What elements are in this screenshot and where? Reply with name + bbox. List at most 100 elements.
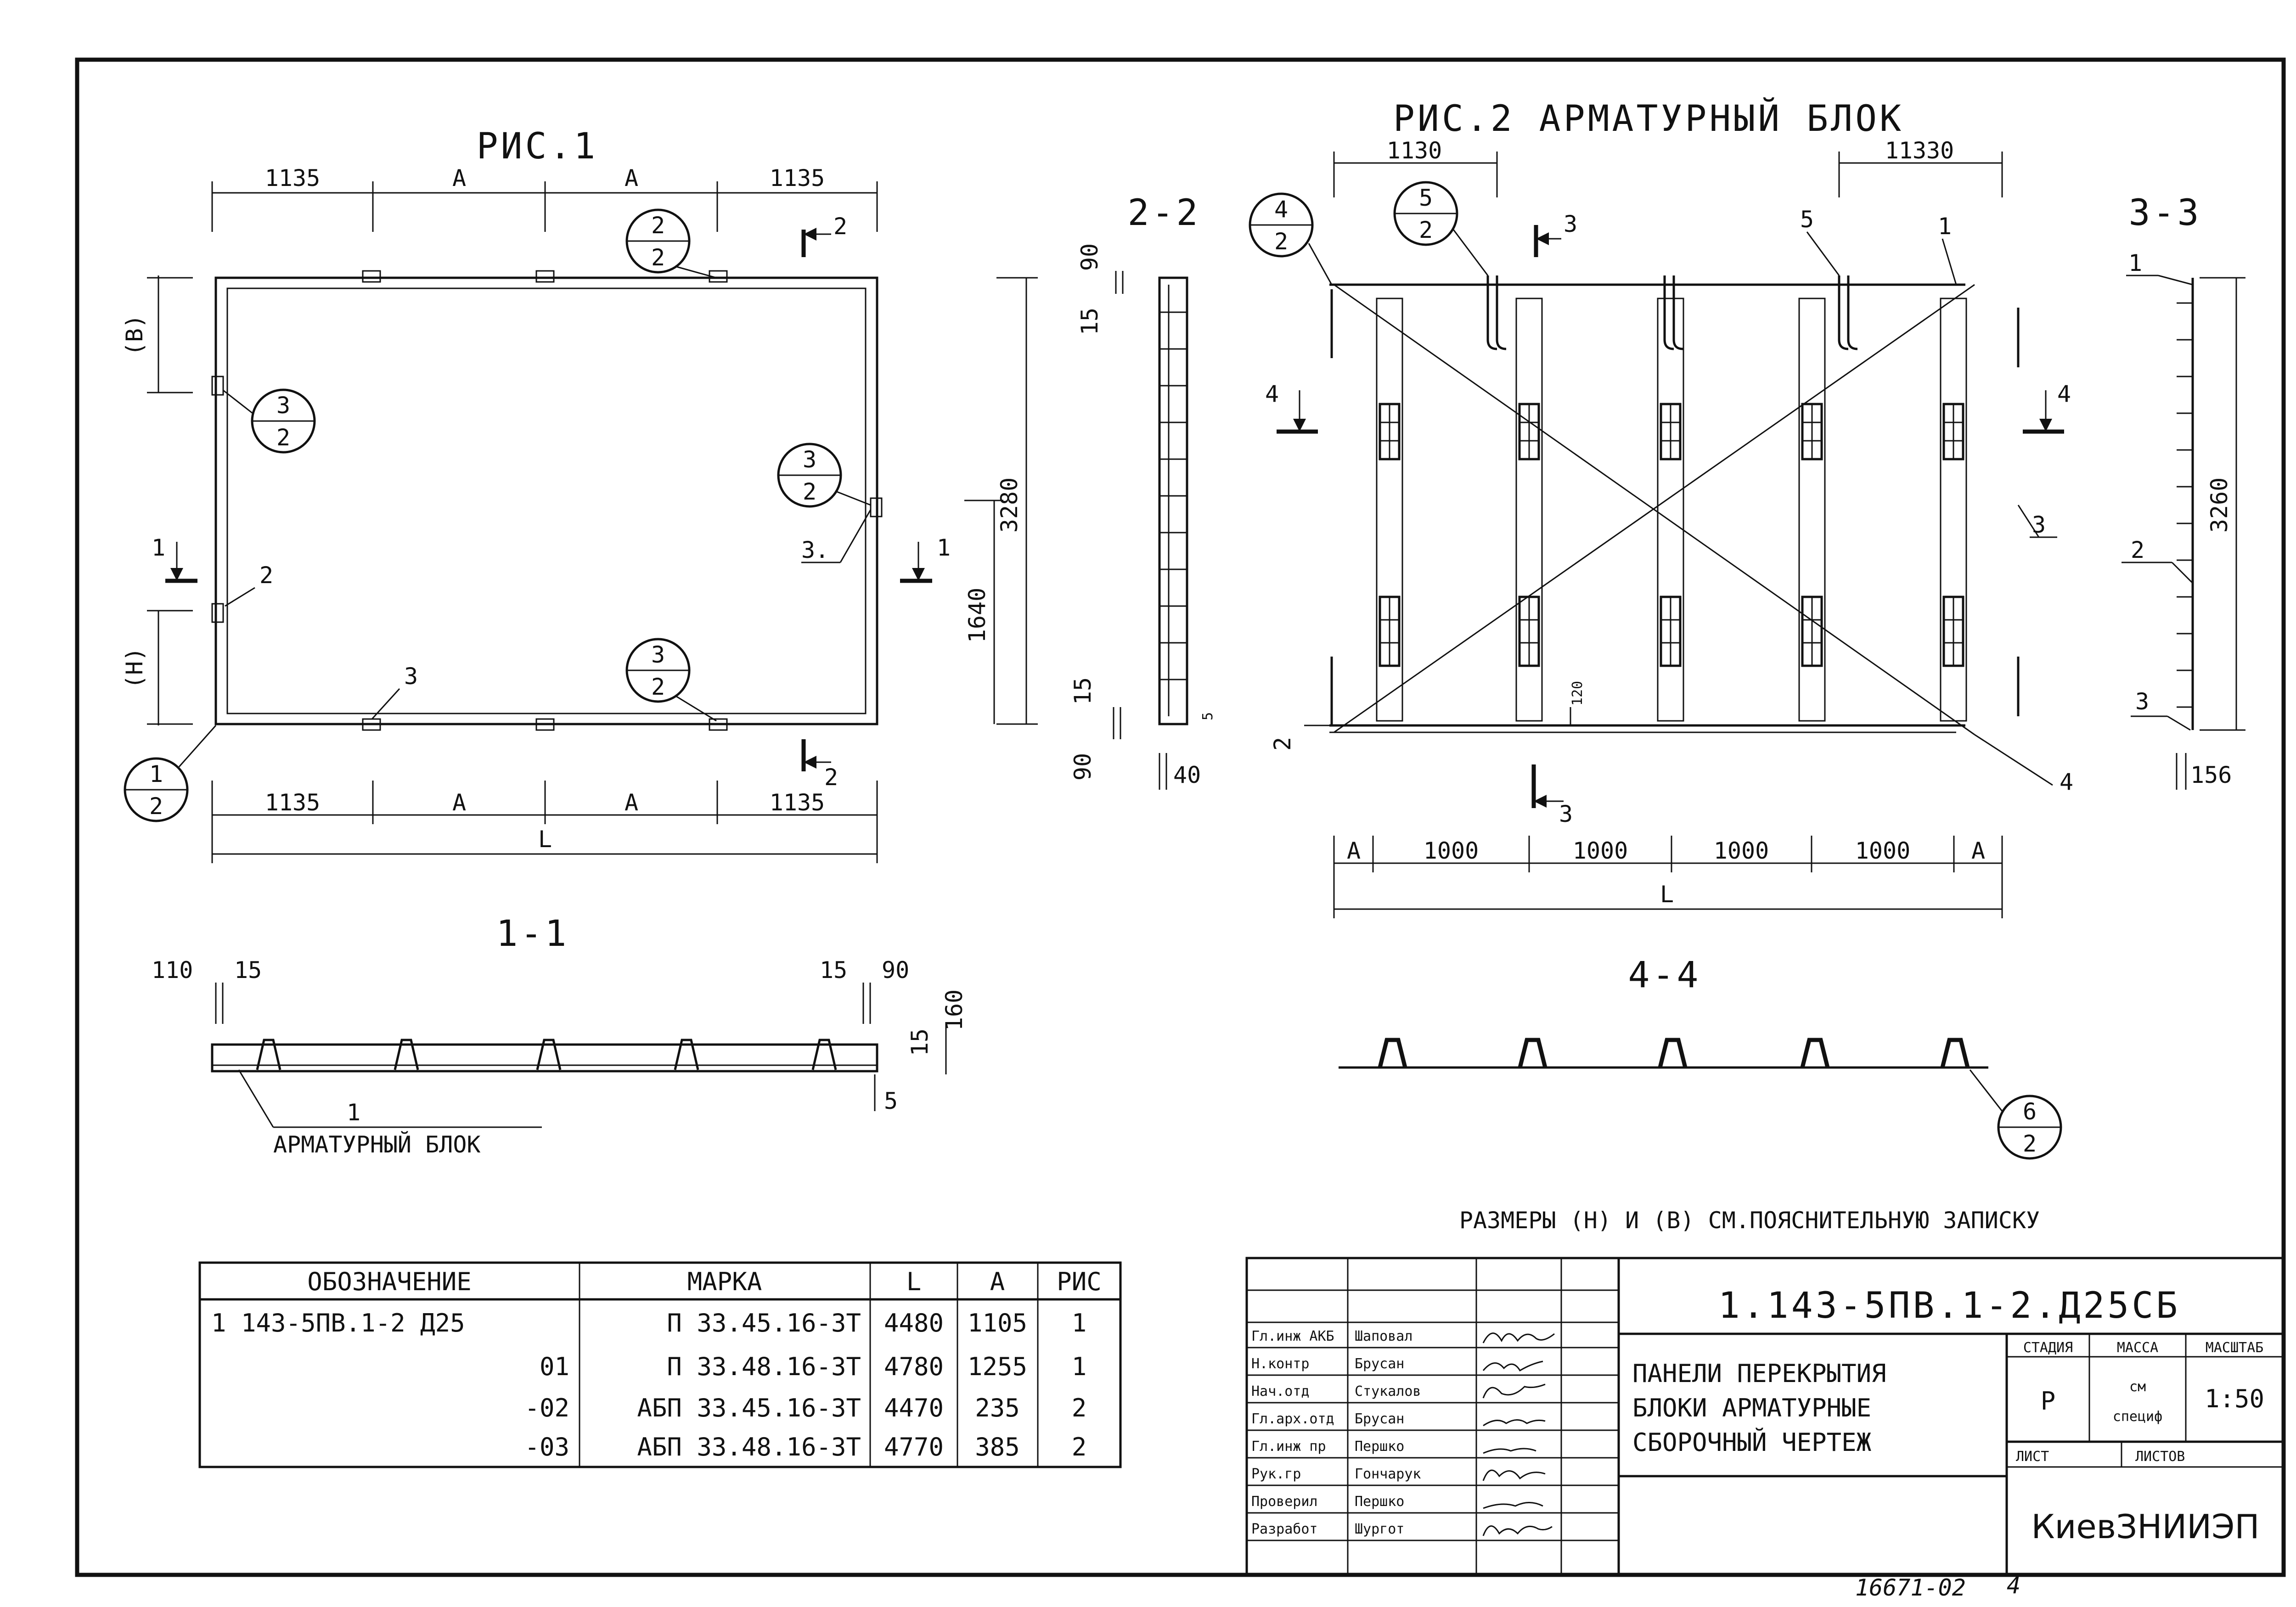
- sec11-dim-5: 5: [884, 1088, 898, 1114]
- sec22-dim-15-bot: 15: [1069, 677, 1096, 705]
- fig2-title: РИС.2 АРМАТУРНЫЙ БЛОК: [1393, 97, 1904, 140]
- stamp-mass-header: МАССА: [2117, 1340, 2158, 1356]
- fig1-dim-bottom-1: 1135: [265, 789, 320, 816]
- svg-text:2: 2: [1419, 217, 1433, 243]
- fig2: РИС.2 АРМАТУРНЫЙ БЛОК 1130 11330: [1249, 97, 2073, 918]
- stamp-stage: Р: [2041, 1387, 2056, 1416]
- stamp-role-1: Гл.инж АКБ: [1251, 1328, 1334, 1344]
- fig1-dim-top-3: А: [625, 165, 638, 191]
- svg-text:2: 2: [2023, 1130, 2037, 1157]
- stamp-scale: 1:50: [2205, 1384, 2264, 1413]
- stamp-code: 1.143-5ПВ.1-2.Д25СБ: [1718, 1285, 2180, 1326]
- svg-text:4780: 4780: [884, 1352, 944, 1381]
- fig1-callout-2: 3 2: [223, 388, 316, 454]
- svg-text:П 33.45.16-3Т: П 33.45.16-3Т: [667, 1309, 861, 1337]
- svg-text:5: 5: [1419, 185, 1433, 211]
- fig2-dim-b6: А: [1971, 837, 1985, 864]
- fig2-part-5: 5: [1800, 206, 1814, 233]
- stamp-title-3: СБОРОЧНЫЙ ЧЕРТЕЖ: [1632, 1428, 1872, 1457]
- svg-text:6: 6: [2023, 1098, 2037, 1125]
- sec22-title: 2-2: [1128, 192, 1201, 234]
- sec22-dim-5: 5: [1200, 712, 1216, 720]
- sec11-dim-160: 160: [941, 989, 968, 1031]
- sec22-dim-15-top: 15: [1076, 308, 1103, 335]
- sec11-dim-90: 90: [882, 957, 909, 983]
- svg-text:1 143-5ПВ.1-2 Д25: 1 143-5ПВ.1-2 Д25: [211, 1309, 465, 1337]
- sec11-dim-15b: 15: [820, 957, 847, 983]
- footer-number: 16671-02: [1855, 1574, 1966, 1601]
- table-row: 1 143-5ПВ.1-2 Д25 П 33.45.16-3Т 4480 110…: [211, 1309, 1086, 1337]
- fig1-part-2: 2: [259, 562, 273, 589]
- stamp-name-5: Першко: [1355, 1438, 1404, 1455]
- stamp-name-6: Гончарук: [1355, 1466, 1421, 1482]
- fig1-dim-bottom-4: 1135: [770, 789, 825, 816]
- sec11-title: 1-1: [496, 913, 569, 955]
- stamp-role-8: Разработ: [1251, 1521, 1318, 1537]
- svg-text:1: 1: [152, 534, 165, 561]
- sec22-dim-90-top: 90: [1076, 243, 1103, 271]
- svg-text:2: 2: [1274, 228, 1288, 255]
- stamp-sheets-label: ЛИСТОВ: [2135, 1449, 2185, 1465]
- sec11-loops: [256, 1039, 837, 1070]
- fig2-dim-right: 11330: [1885, 137, 1954, 164]
- dimensions-note: РАЗМЕРЫ (Н) И (В) СМ.ПОЯСНИТЕЛЬНУЮ ЗАПИС…: [1459, 1207, 2040, 1234]
- fig1-dim-top-2: А: [452, 165, 466, 191]
- table-row: -02 АБП 33.45.16-3Т 4470 235 2: [524, 1393, 1086, 1422]
- svg-text:2: 2: [276, 424, 290, 451]
- signatures: [1482, 1332, 1555, 1536]
- sec44-title: 4-4: [1628, 955, 1701, 996]
- svg-text:-02: -02: [524, 1393, 569, 1422]
- svg-text:4770: 4770: [884, 1433, 944, 1461]
- fig1-callout-4: 3 2: [625, 638, 717, 722]
- stamp-name-4: Брусан: [1355, 1411, 1404, 1427]
- sec11-dim-15c: 15: [906, 1028, 933, 1056]
- sec33-dim-156: 156: [2190, 762, 2232, 788]
- stamp-sheet-label: ЛИСТ: [2016, 1449, 2049, 1465]
- svg-text:1105: 1105: [968, 1309, 1027, 1337]
- stamp-name-8: Шургот: [1355, 1521, 1404, 1537]
- fig2-dim-b2: 1000: [1424, 837, 1479, 864]
- spec-header-designation: ОБОЗНАЧЕНИЕ: [307, 1267, 472, 1296]
- fig2-dim-L: L: [1660, 881, 1674, 908]
- fig1-part-3b: 3.: [801, 537, 829, 563]
- svg-text:АБП 33.45.16-3Т: АБП 33.45.16-3Т: [637, 1393, 861, 1422]
- fig1-section-mark-left: 1: [152, 534, 197, 583]
- svg-text:1: 1: [149, 761, 163, 787]
- svg-text:1: 1: [1072, 1309, 1087, 1337]
- section-1-1: 1-1 110 15 15 90 15 160 5 1 АРМАТУРНЫЙ Б…: [152, 913, 968, 1158]
- stamp-name-7: Першко: [1355, 1494, 1404, 1510]
- stamp-role-5: Гл.инж пр: [1251, 1438, 1326, 1455]
- svg-text:-03: -03: [524, 1433, 569, 1461]
- table-row: 01 П 33.48.16-3Т 4780 1255 1: [540, 1352, 1086, 1381]
- fig2-part-2: 2: [1269, 737, 1296, 751]
- svg-text:4470: 4470: [884, 1393, 944, 1422]
- section-2-2: 2-2 90 15 15 90 5 40: [1069, 192, 1216, 790]
- svg-text:2: 2: [651, 244, 665, 271]
- svg-text:2: 2: [824, 764, 838, 791]
- stamp-scale-header: МАСШТАБ: [2206, 1340, 2263, 1356]
- stamp-role-4: Гл.арх.отд: [1251, 1411, 1334, 1427]
- fig2-callout-1: 4 2: [1249, 192, 1333, 285]
- fig1: РИС.1 1135 А А 1135 (В) (Н): [121, 126, 1038, 863]
- stamp-mass-line1: см: [2129, 1379, 2146, 1395]
- svg-text:1: 1: [1072, 1352, 1087, 1381]
- svg-text:4: 4: [2057, 381, 2071, 407]
- svg-text:2: 2: [149, 793, 163, 820]
- svg-text:4: 4: [1274, 196, 1288, 223]
- fig1-dim-bottom-2: А: [452, 789, 466, 816]
- fig1-panel-outer: [214, 276, 878, 725]
- fig1-section-mark-bottom: 2: [801, 739, 838, 791]
- sec11-dim-110: 110: [152, 957, 193, 983]
- stamp-name-2: Брусан: [1355, 1356, 1404, 1372]
- stamp-title-2: БЛОКИ АРМАТУРНЫЕ: [1632, 1393, 1871, 1422]
- sec11-label-num: 1: [347, 1099, 360, 1126]
- sec22-dim-90-bot: 90: [1069, 753, 1096, 781]
- section-4-4: 4-4 6 2: [1339, 955, 2062, 1160]
- sec33-ticks: [2177, 302, 2193, 708]
- fig1-panel-inner: [226, 287, 867, 714]
- title-block: Гл.инж АКБ Н.контр Нач.отд Гл.арх.отд Гл…: [1245, 1257, 2285, 1576]
- svg-text:235: 235: [975, 1393, 1020, 1422]
- fig2-dim-b1: А: [1347, 837, 1361, 864]
- svg-text:1255: 1255: [968, 1352, 1027, 1381]
